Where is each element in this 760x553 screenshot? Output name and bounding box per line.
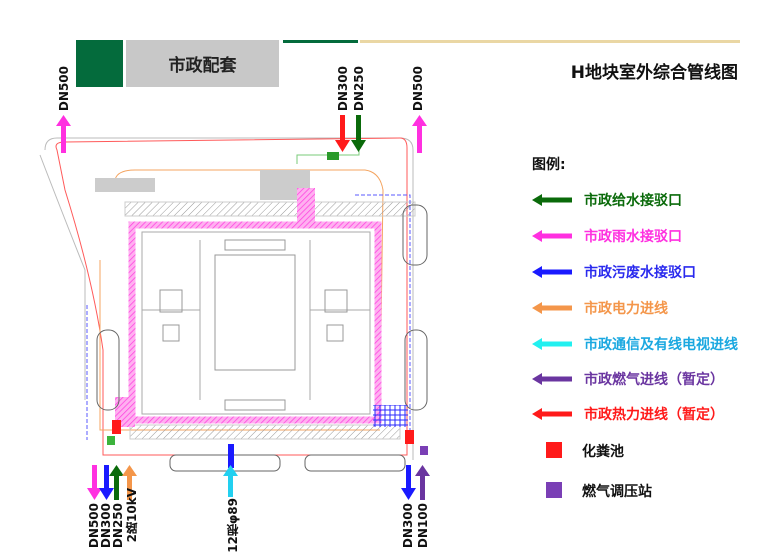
arrow-left-icon <box>532 338 572 350</box>
legend-label: 市政燃气进线（暂定） <box>584 372 724 388</box>
legend-label: 市政给水接驳口 <box>584 193 682 209</box>
legend-label: 市政通信及有线电视进线 <box>584 337 738 353</box>
arrow-left-icon <box>532 373 572 385</box>
connection-arrows <box>56 115 430 500</box>
label-bottom-right-gas: DN100 <box>416 503 430 549</box>
legend-item-sewage: 市政污废水接驳口 <box>532 261 696 283</box>
legend-label-septic: 化粪池 <box>582 444 624 460</box>
legend-item-gas: 市政燃气进线（暂定） <box>532 368 724 390</box>
header-rule-tan <box>360 40 740 43</box>
gas-station-swatch-icon <box>546 482 562 498</box>
arrow-top-heat <box>335 115 350 152</box>
label-top-right-storm: DN500 <box>411 66 425 112</box>
legend-label: 市政热力进线（暂定） <box>584 407 724 423</box>
arrow-bottom-left-storm <box>87 465 102 500</box>
legend-item-telecom: 市政通信及有线电视进线 <box>532 333 738 355</box>
label-top-heat: DN300 <box>336 66 350 112</box>
label-bottom-telecom: 12根φ89 <box>226 498 240 553</box>
arrow-bottom-right-sewage <box>401 465 416 500</box>
legend-item-power: 市政电力进线 <box>532 297 668 319</box>
legend-label: 市政雨水接驳口 <box>584 229 682 245</box>
label-bottom-left-power: 2路10kV <box>125 488 139 543</box>
legend-item-heat: 市政热力进线（暂定） <box>532 403 724 425</box>
arrow-left-icon <box>532 266 572 278</box>
gas-regulator-station <box>420 446 428 455</box>
arrow-left-icon <box>532 230 572 242</box>
legend-label: 市政电力进线 <box>584 301 668 317</box>
label-bottom-right-sewage: DN300 <box>401 503 415 549</box>
arrow-left-icon <box>532 408 572 420</box>
legend-label: 市政污废水接驳口 <box>584 265 696 281</box>
header-rule-green <box>283 40 358 43</box>
site-plan-drawing <box>39 137 428 472</box>
arrow-bottom-left-power <box>122 465 137 500</box>
arrow-top-right-storm <box>412 115 427 153</box>
arrow-left-icon <box>532 302 572 314</box>
arrow-bottom-left-water <box>109 465 124 500</box>
legend-item-storm: 市政雨水接驳口 <box>532 225 682 247</box>
header-brand-block <box>76 40 123 87</box>
arrow-left-icon <box>532 194 572 206</box>
arrow-bottom-left-sewage <box>99 465 114 500</box>
arrow-top-water <box>351 115 366 152</box>
legend-label-gas-station: 燃气调压站 <box>582 484 652 500</box>
label-top-left-storm: DN500 <box>57 66 71 112</box>
page-title: H地块室外综合管线图 <box>570 63 738 83</box>
legend-item-water: 市政给水接驳口 <box>532 189 682 211</box>
arrow-bottom-telecom <box>223 444 238 497</box>
septic-tank-left <box>112 420 121 434</box>
septic-tank-right <box>405 430 414 444</box>
section-label: 市政配套 <box>126 40 279 87</box>
legend-title: 图例: <box>532 157 566 173</box>
arrow-top-left-storm <box>56 115 71 153</box>
septic-tank-swatch-icon <box>546 442 562 458</box>
label-top-water: DN250 <box>352 66 366 112</box>
arrow-bottom-right-gas <box>415 465 430 500</box>
